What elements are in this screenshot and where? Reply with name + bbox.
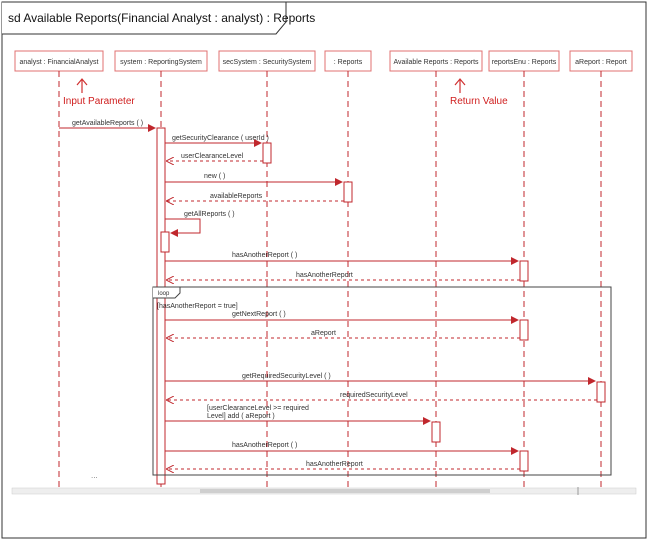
message-available-reports: availableReports xyxy=(210,193,263,200)
message-new: new ( ) xyxy=(204,173,225,180)
lifeline-secsystem-label: secSystem : SecuritySystem xyxy=(223,59,312,66)
message-has-another-report-call: hasAnotherReport ( ) xyxy=(232,252,297,259)
input-parameter-annotation: Input Parameter xyxy=(63,96,135,107)
lifeline-system-label: system : ReportingSystem xyxy=(120,59,202,66)
message-has-another-report-call-2: hasAnotherReport ( ) xyxy=(232,442,297,449)
message-user-clearance-level: userClearanceLevel xyxy=(181,153,244,160)
lifeline-available-reports-label: Available Reports : Reports xyxy=(393,59,479,66)
loop-fragment xyxy=(152,286,612,476)
frame-title-tab xyxy=(2,1,287,35)
return-value-annotation: Return Value xyxy=(450,96,508,107)
activation-bars xyxy=(156,127,606,485)
horizontal-scrollbar-thumb[interactable] xyxy=(200,489,490,493)
lifeline-reports-label: : Reports xyxy=(334,59,363,66)
message-add-guard-line1: [userClearanceLevel >= required xyxy=(207,405,309,412)
frame-title: sd Available Reports(Financial Analyst :… xyxy=(8,11,315,25)
loop-keyword: loop xyxy=(158,291,170,297)
message-get-all-reports: getAllReports ( ) xyxy=(184,211,235,218)
loop-tab xyxy=(153,286,181,299)
message-areport-return: aReport xyxy=(311,330,336,337)
message-required-security-level: requiredSecurityLevel xyxy=(340,392,408,399)
lifeline-analyst-label: analyst : FinancialAnalyst xyxy=(20,59,99,66)
lifeline-areport-label: aReport : Report xyxy=(575,59,627,66)
message-get-security-clearance: getSecurityClearance ( userId ) xyxy=(172,135,269,142)
lifeline-reportsenu-label: reportsEnu : Reports xyxy=(492,59,557,66)
message-get-next-report: getNextReport ( ) xyxy=(232,311,286,318)
message-get-required-security-level: getRequiredSecurityLevel ( ) xyxy=(242,373,331,380)
message-get-available-reports: getAvailableReports ( ) xyxy=(72,120,143,127)
message-has-another-report-return-2: hasAnotherReport xyxy=(306,461,363,468)
loop-guard: [hasAnotherReport = true] xyxy=(157,303,238,310)
outer-frame xyxy=(1,1,647,539)
message-has-another-report-return: hasAnotherReport xyxy=(296,272,353,279)
loop-ellipsis: ... xyxy=(91,471,98,480)
message-add-guard-line2: Level] add ( aReport ) xyxy=(207,413,275,420)
